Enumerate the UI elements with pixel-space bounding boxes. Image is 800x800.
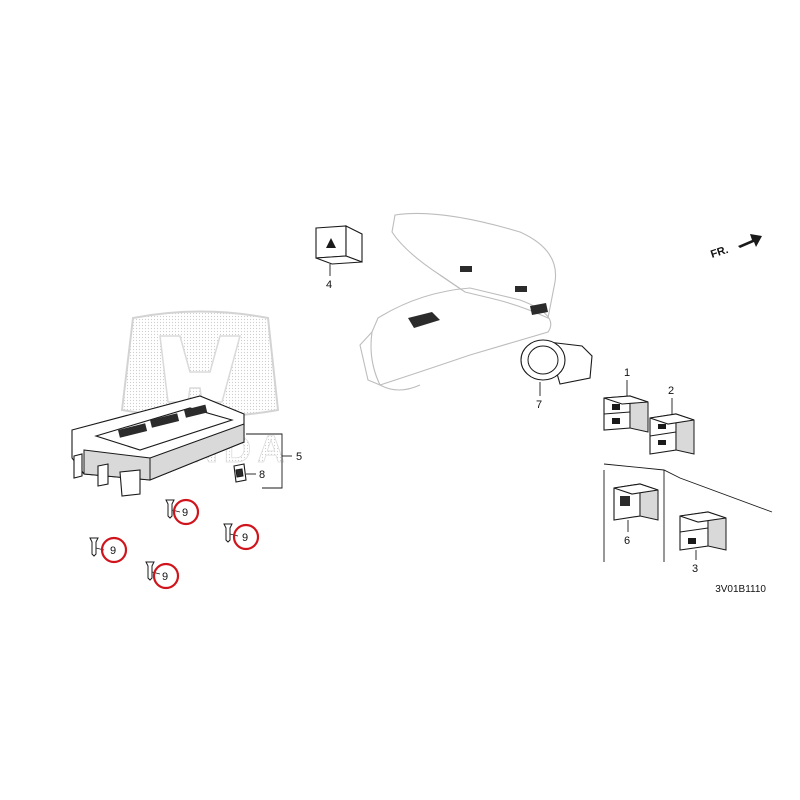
- part-8-clip: 8: [233, 463, 265, 483]
- part-4-hazard-switch: 4: [315, 225, 363, 291]
- highlight-circle: [172, 498, 200, 526]
- part-5-switch-panel-assembly: 5: [71, 395, 302, 497]
- front-arrow-label: FR.: [709, 244, 730, 261]
- center-console-outline: [359, 212, 557, 391]
- front-direction-arrow: FR.: [709, 234, 762, 261]
- part-9-screw-b: 9: [223, 523, 260, 551]
- part-9-screw-c: 9: [89, 536, 128, 564]
- part-1-switch: 1: [603, 367, 649, 433]
- part-9-screw-d: 9: [145, 561, 180, 590]
- drawing-code: 3V01B1110: [715, 584, 766, 595]
- part-7-engine-start-switch: 7: [520, 339, 593, 411]
- part-3-switch: 3: [679, 511, 727, 575]
- callout-9-b: 9: [242, 532, 248, 544]
- callout-4: 4: [326, 279, 332, 291]
- callout-6: 6: [624, 535, 630, 547]
- highlight-circle: [152, 562, 180, 590]
- callout-9-d: 9: [162, 571, 168, 583]
- hazard-triangle-icon: [326, 238, 336, 248]
- variant-bracket: [603, 463, 773, 562]
- callout-3: 3: [692, 563, 698, 575]
- part-2-switch: 2: [649, 385, 695, 455]
- part-9-screw-a: 9: [165, 498, 200, 526]
- highlight-circle: [100, 536, 128, 564]
- callout-5: 5: [296, 451, 302, 463]
- callout-1: 1: [624, 367, 630, 379]
- part-6-switch: 6: [613, 483, 659, 547]
- callout-9-c: 9: [110, 545, 116, 557]
- callout-9-a: 9: [182, 507, 188, 519]
- front-arrow-icon: [738, 234, 762, 248]
- callout-7: 7: [536, 399, 542, 411]
- callout-2: 2: [668, 385, 674, 397]
- highlight-circle: [232, 523, 260, 551]
- callout-8: 8: [259, 469, 265, 481]
